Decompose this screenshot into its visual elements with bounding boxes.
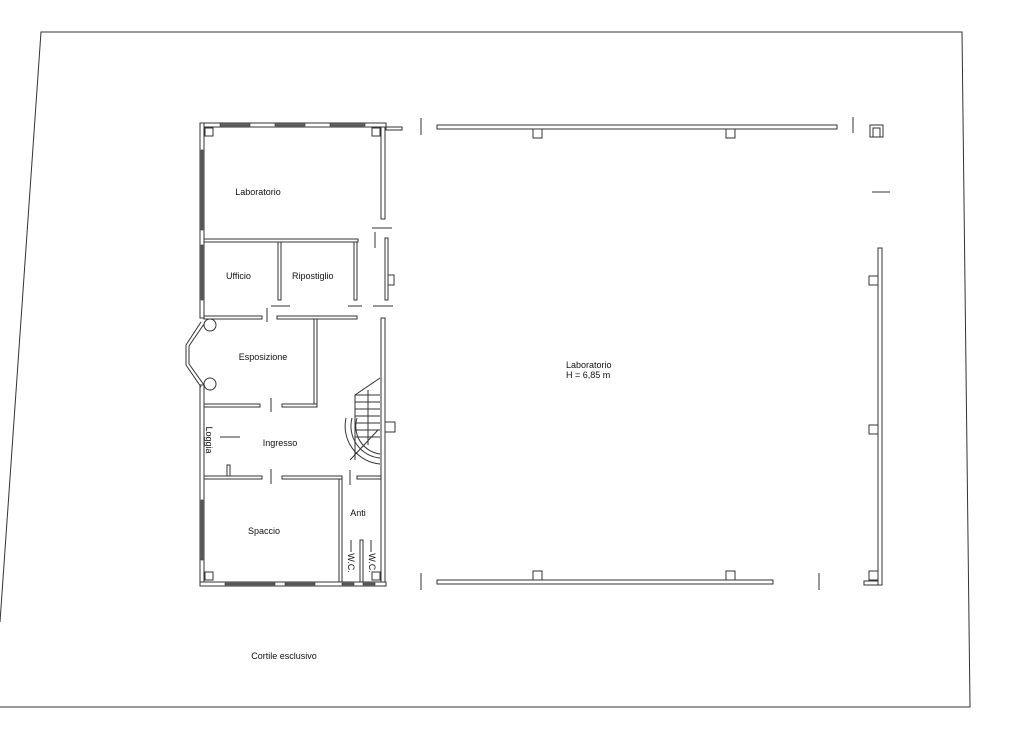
room-label-loggia: Loggia — [204, 426, 214, 453]
room-label-spaccio: Spaccio — [248, 526, 280, 536]
lot-boundary — [0, 31, 971, 708]
room-label-wc-1: W.C. — [346, 553, 356, 573]
office-block-walls — [185, 122, 403, 587]
room-label-laboratorio-height: H = 6,85 m — [566, 370, 610, 380]
room-label-esposizione: Esposizione — [239, 352, 288, 362]
room-label-ufficio: Ufficio — [226, 271, 251, 281]
room-label-wc-2: W.C. — [367, 553, 377, 573]
room-label-ingresso: Ingresso — [263, 438, 298, 448]
large-hall-walls — [420, 117, 890, 590]
room-label-laboratorio-small: Laboratorio — [235, 187, 281, 197]
staircase — [344, 377, 381, 465]
room-label-ripostiglio: Ripostiglio — [292, 271, 334, 281]
courtyard-label: Cortile esclusivo — [251, 651, 317, 661]
room-label-laboratorio-large: Laboratorio — [566, 360, 612, 370]
room-label-anti: Anti — [350, 508, 366, 518]
